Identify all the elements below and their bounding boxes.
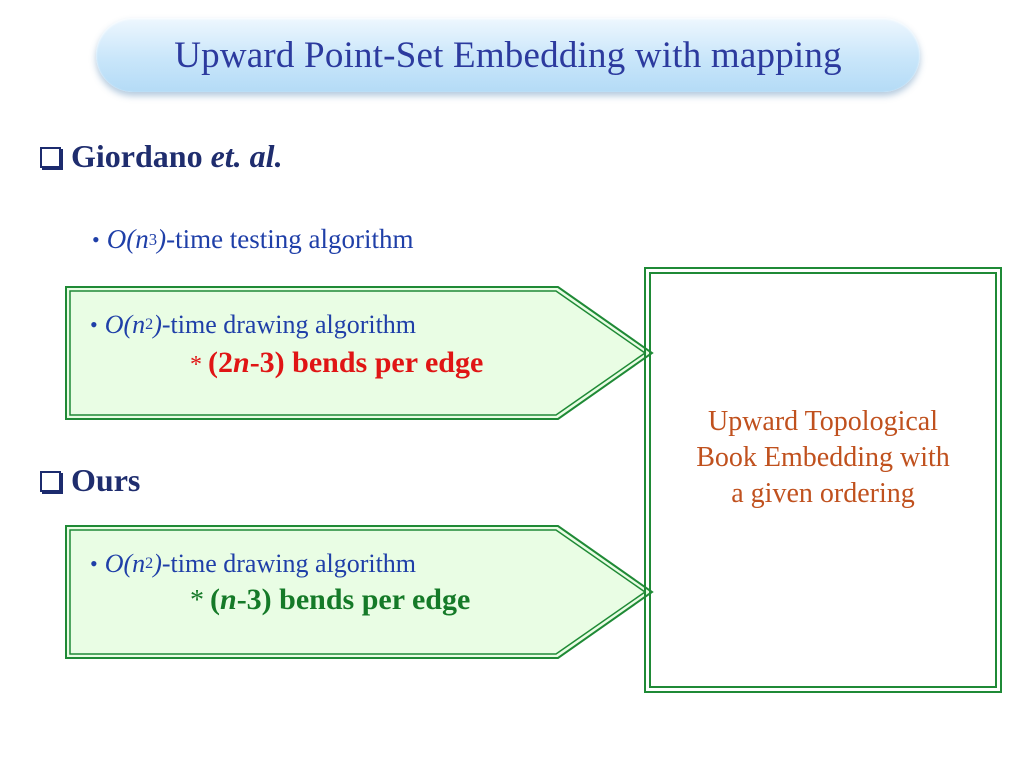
note-variable: n	[233, 346, 250, 379]
complexity-prefix: O(n	[106, 224, 149, 254]
box1-algorithm-text: -time drawing algorithm	[161, 310, 417, 339]
box2-algorithm-text: -time drawing algorithm	[161, 549, 417, 578]
checkbox-square-icon	[40, 471, 61, 492]
section-ours-heading: Ours	[71, 462, 141, 498]
slide-title-banner: Upward Point-Set Embedding with mapping	[96, 18, 920, 92]
note-open: (	[210, 583, 220, 616]
star-icon: *	[190, 585, 204, 616]
bullet-dot-icon: •	[92, 226, 100, 252]
item-text: -time testing algorithm	[166, 224, 414, 254]
arrow-box-giordano	[65, 286, 654, 420]
complexity-suffix: )	[153, 310, 162, 339]
note-variable: n	[220, 583, 237, 616]
box2-bends-note: *(n-3) bends per edge	[190, 583, 470, 617]
bullet-dot-icon: •	[90, 312, 98, 337]
star-icon: *	[190, 352, 202, 378]
complexity-suffix: )	[157, 224, 167, 254]
complexity-prefix: O(n	[104, 310, 146, 339]
section-giordano-heading: Giordano et. al.	[71, 138, 283, 175]
slide-title: Upward Point-Set Embedding with mapping	[174, 34, 842, 76]
target-box-inner: Upward Topological Book Embedding with a…	[649, 272, 997, 688]
author-name: Giordano	[71, 138, 203, 174]
checkbox-square-icon	[40, 147, 61, 168]
arrow-box-ours	[65, 525, 654, 659]
section-giordano: Giordano et. al.	[40, 138, 283, 175]
complexity-prefix: O(n	[104, 549, 146, 578]
target-box: Upward Topological Book Embedding with a…	[644, 267, 1002, 693]
note-open: (2	[208, 346, 233, 379]
box1-bends-note: *(2n-3) bends per edge	[190, 346, 483, 380]
author-etal: et. al.	[210, 138, 283, 174]
complexity-suffix: )	[153, 549, 162, 578]
section-ours: Ours	[40, 462, 140, 499]
target-box-text: Upward Topological Book Embedding with a…	[696, 406, 950, 509]
bullet-dot-icon: •	[90, 551, 98, 576]
note-close: -3) bends per edge	[249, 346, 484, 379]
note-close: -3) bends per edge	[236, 583, 471, 616]
